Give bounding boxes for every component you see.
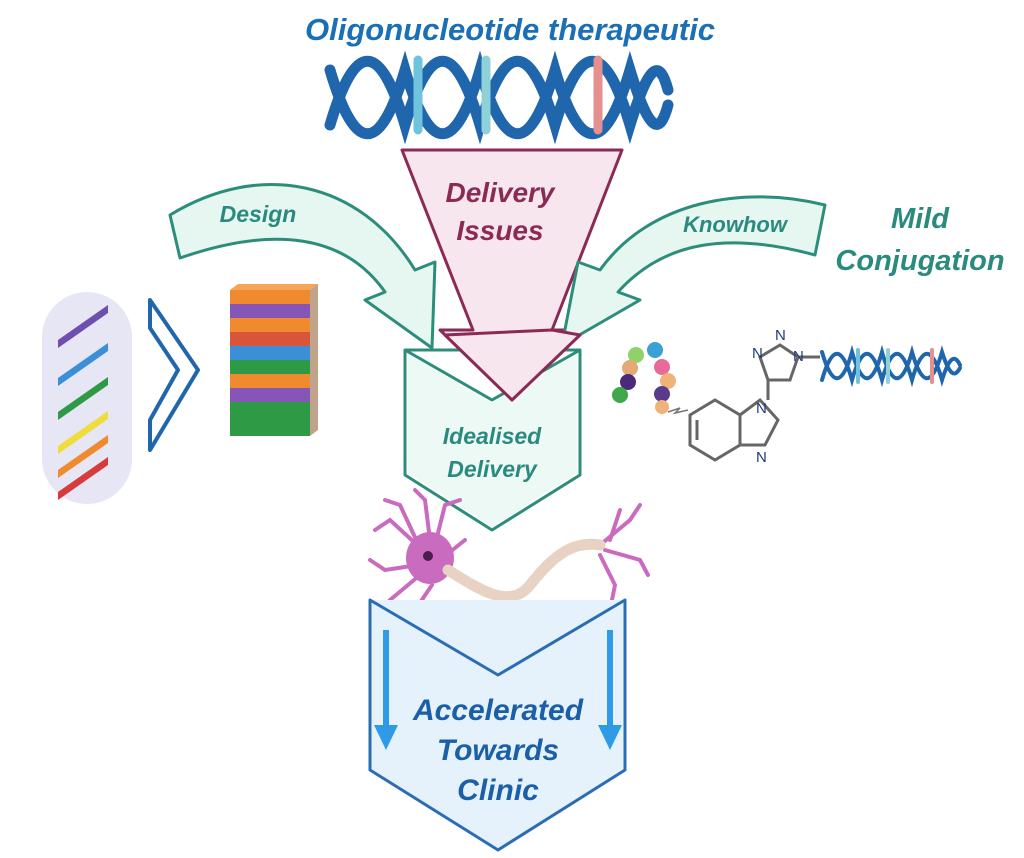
chevron-right-icon — [148, 298, 200, 452]
brick-stack-icon — [230, 284, 318, 436]
delivery-issues-line1: Delivery — [446, 177, 556, 208]
clinic-down-arrow-left — [374, 630, 398, 750]
idealised-delivery-line2: Delivery — [447, 456, 538, 482]
lego-brick-icon — [58, 305, 108, 500]
chem-n1: N — [756, 400, 767, 417]
triazole-structure-icon — [758, 343, 820, 400]
mild-conjugation-line2: Conjugation — [835, 245, 1004, 277]
peptide-chain-icon — [612, 342, 689, 415]
knowhow-label: Knowhow — [683, 212, 789, 237]
benzimidazole-structure-icon — [688, 397, 780, 462]
clinic-line1: Accelerated — [412, 694, 584, 727]
dna-icon — [324, 50, 674, 145]
knowhow-arrow — [560, 195, 827, 347]
lego-pill — [42, 292, 132, 504]
delivery-issues-tip — [443, 328, 582, 402]
delivery-issues-line2: Issues — [456, 215, 543, 246]
clinic-line2: Towards — [437, 734, 559, 767]
chem-n3: N — [752, 345, 763, 362]
title-text: Oligonucleotide therapeutic — [305, 12, 715, 47]
mild-conjugation-line1: Mild — [891, 203, 950, 235]
clinic-line3: Clinic — [457, 774, 539, 807]
idealised-delivery-line1: Idealised — [443, 423, 542, 449]
chem-n5: N — [793, 348, 804, 365]
small-dna-icon — [820, 344, 962, 388]
chem-n4: N — [775, 327, 786, 344]
clinic-down-arrow-right — [598, 630, 622, 750]
design-label: Design — [220, 201, 297, 227]
design-arrow — [168, 183, 437, 350]
chem-n2: N — [756, 449, 767, 466]
clinic-chevron — [368, 598, 627, 852]
